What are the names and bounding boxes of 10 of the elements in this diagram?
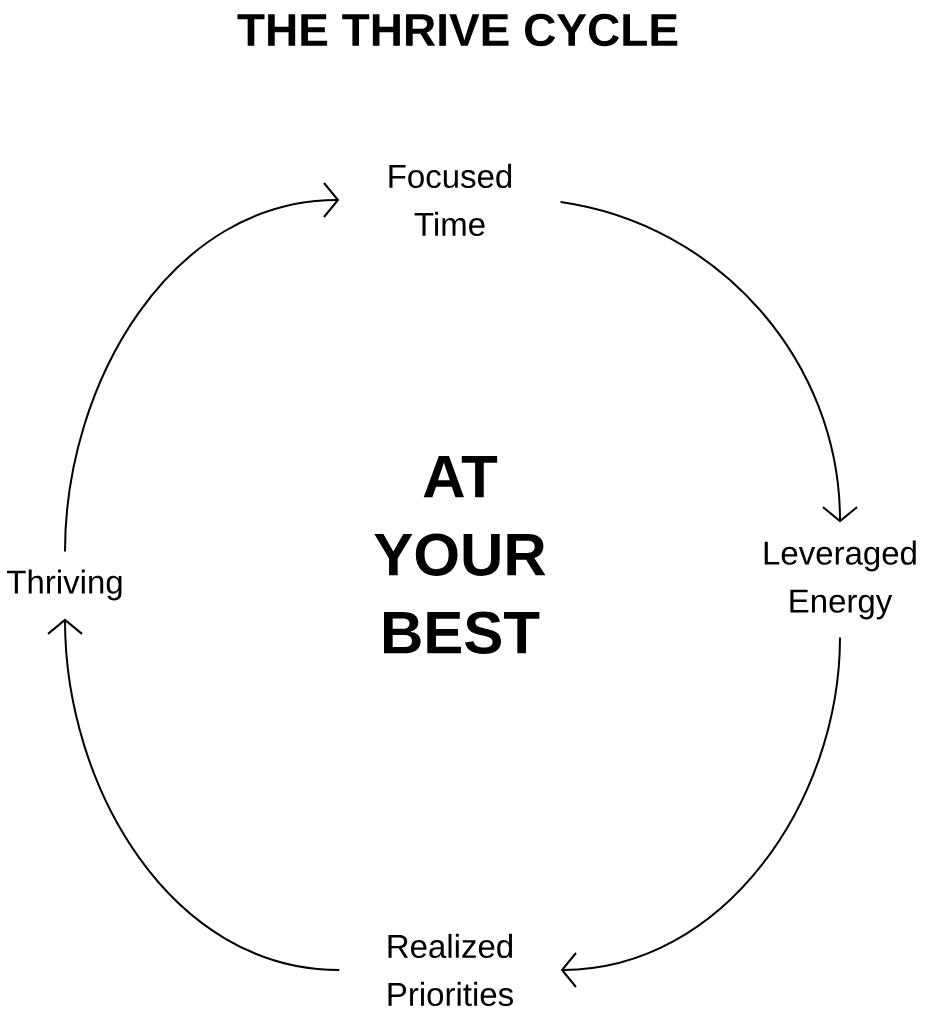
curved-arrow xyxy=(559,200,858,523)
center-label: AT YOUR BEST xyxy=(374,456,546,654)
step-label: Thriving xyxy=(7,569,122,601)
step-label: Realized Priorities xyxy=(388,933,513,1007)
curved-arrow xyxy=(47,618,341,971)
title: THE THRIVE CYCLE xyxy=(237,13,678,47)
step-label: Focused Time xyxy=(389,163,512,237)
curved-arrow xyxy=(64,182,340,553)
curved-arrow xyxy=(560,636,841,988)
step-label: Leveraged Energy xyxy=(764,540,916,620)
